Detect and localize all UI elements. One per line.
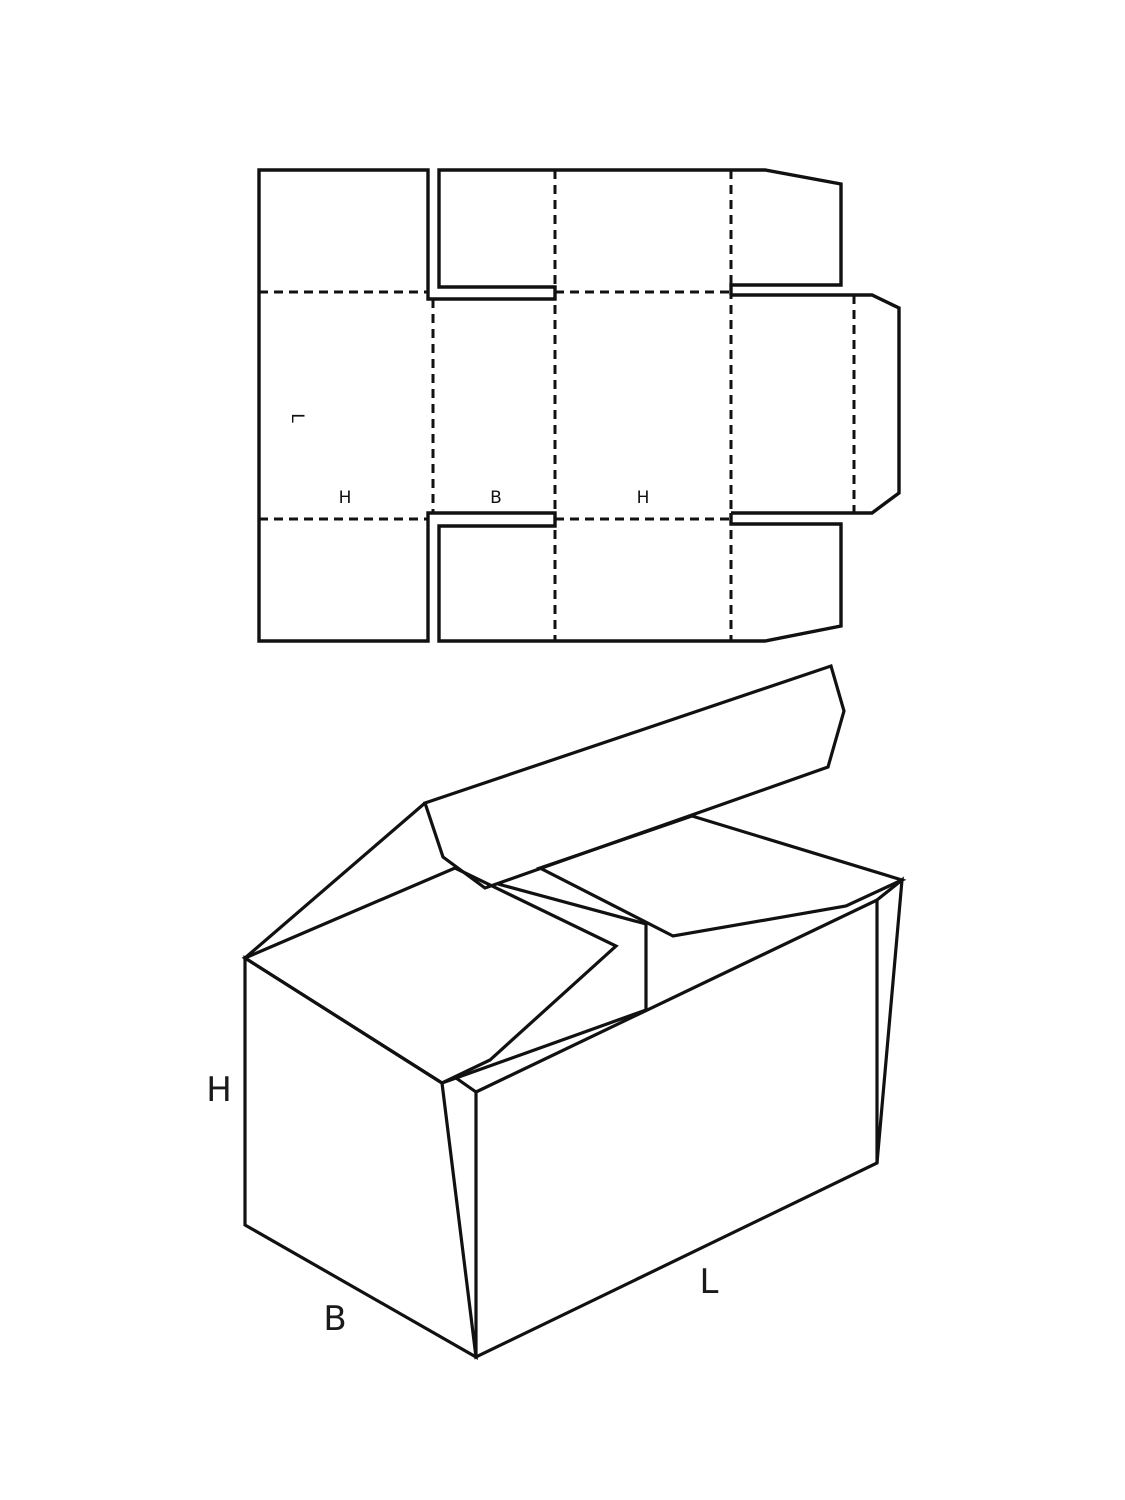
net-label-height-right: H <box>637 488 650 508</box>
box-front-face <box>474 897 879 1360</box>
net-top-flap-outline <box>426 168 843 301</box>
net-label-breadth: B <box>490 488 502 508</box>
box-left-top-flap <box>241 866 619 1085</box>
box-label-height: H <box>206 1070 232 1110</box>
box-front-top-edge <box>455 1008 647 1080</box>
box-back-right-edge <box>875 876 904 1164</box>
net-left-cut-outline <box>257 168 430 643</box>
box-lid-hinge <box>497 882 647 926</box>
net-right-glue-flap-outline <box>731 293 901 515</box>
assembled-box: H B L <box>206 663 907 1360</box>
net-bottom-flap-outline <box>426 511 843 643</box>
box-right-top-flap <box>535 814 907 938</box>
box-side-face <box>243 955 478 1360</box>
box-label-length: L <box>700 1262 719 1302</box>
net-label-height-left: H <box>339 488 352 508</box>
box-lid-left-edge <box>243 801 427 960</box>
box-lid <box>422 663 846 890</box>
box-net: L H B H <box>257 168 901 643</box>
box-label-breadth: B <box>323 1299 346 1339</box>
net-label-length: L <box>287 413 307 423</box>
